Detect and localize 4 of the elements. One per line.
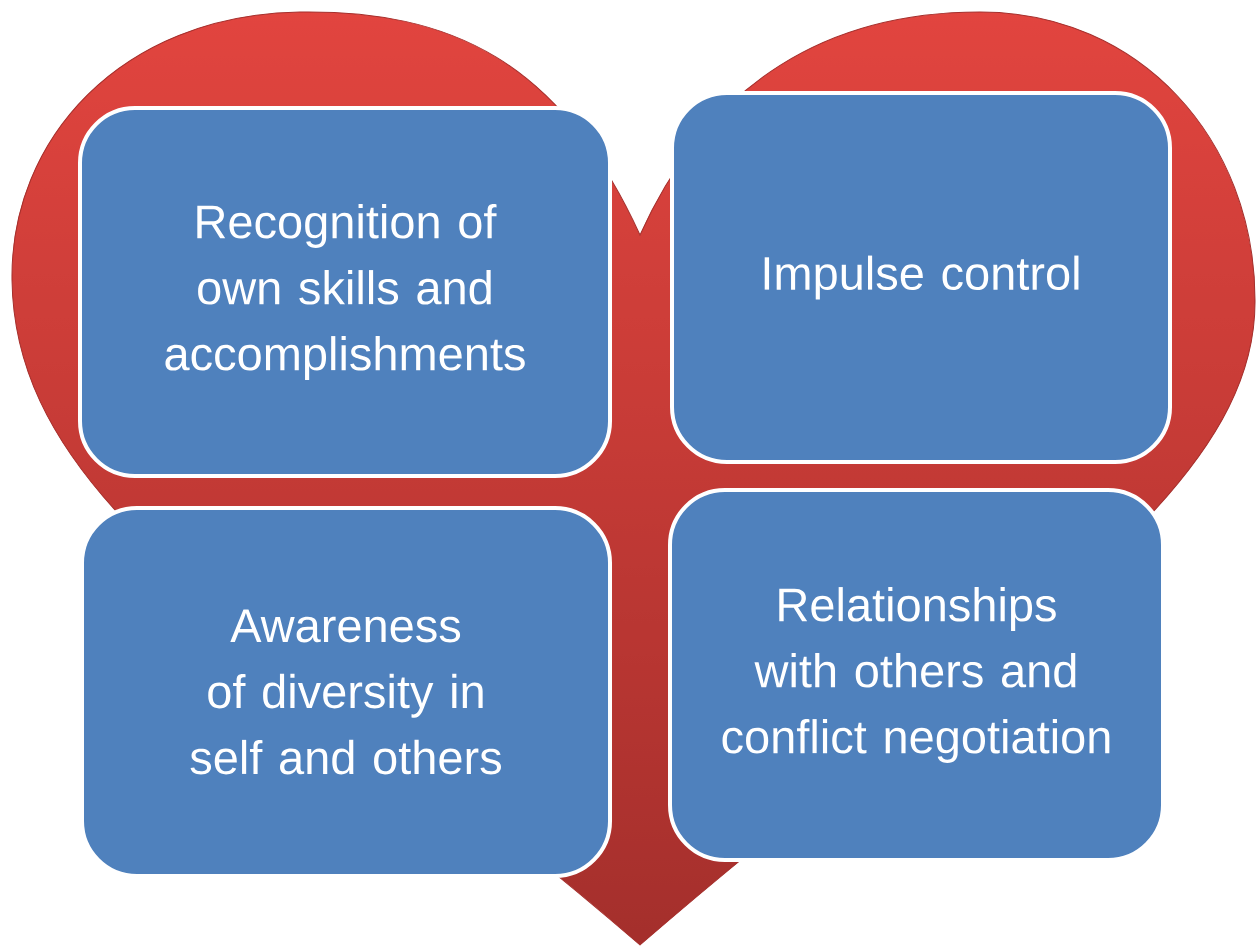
text-box: Impulse control bbox=[670, 91, 1172, 464]
text-box: Recognition of own skills and accomplishments bbox=[78, 106, 612, 478]
text-box: Relationships with others and conflict negotiation bbox=[668, 488, 1165, 862]
text-box: Awareness of diversity in self and others bbox=[80, 506, 612, 878]
